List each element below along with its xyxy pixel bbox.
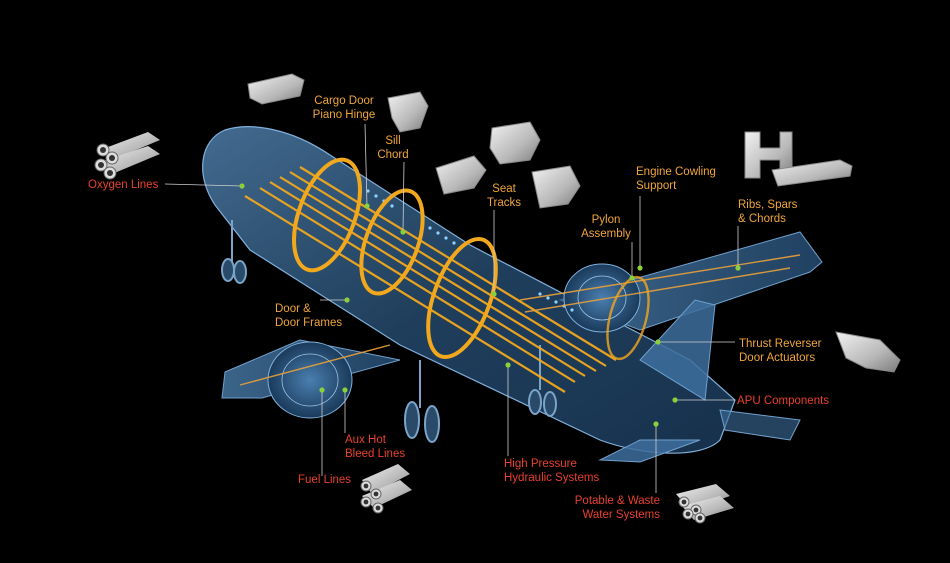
main-gear-right — [528, 345, 557, 417]
vertical-tail — [639, 299, 716, 401]
left-engine-fan — [281, 353, 339, 407]
label-engine-cowling: Engine Cowling Support — [636, 166, 716, 192]
horizontal-stabilizer-far — [719, 409, 801, 441]
label-cargo-door-hinge: Cargo Door Piano Hinge — [312, 95, 376, 121]
rib-spar-extrusion-icon — [744, 131, 853, 187]
label-thrust-reverser: Thrust Reverser Door Actuators — [739, 338, 822, 364]
label-ribs-spars: Ribs, Spars & Chords — [738, 199, 798, 225]
right-engine-fan — [577, 275, 627, 321]
frame-rings — [292, 157, 650, 361]
right-engine — [563, 263, 641, 333]
cargo-hinge-extrusion-icon — [247, 73, 305, 105]
actuator-extrusion-icon — [835, 331, 901, 373]
label-pylon-assembly: Pylon Assembly — [581, 214, 631, 240]
label-door-frames: Door & Door Frames — [275, 303, 343, 329]
seat-track-extrusion-icon — [435, 121, 581, 209]
label-aux-hot-bleed: Aux Hot Bleed Lines — [345, 434, 406, 460]
seat-track-beams — [244, 166, 617, 393]
oxygen-tubes-icon — [94, 132, 160, 180]
fuel-tubes-icon — [360, 464, 412, 514]
nose-gear — [221, 220, 247, 284]
horizontal-stabilizer — [598, 439, 701, 463]
label-fuel-lines: Fuel Lines — [298, 474, 352, 486]
left-engine — [267, 341, 353, 419]
label-oxygen-lines: Oxygen Lines — [88, 179, 159, 191]
label-seat-tracks: Seat Tracks — [486, 183, 522, 209]
main-gear-left — [404, 360, 440, 443]
callout-points — [239, 183, 741, 427]
label-high-pressure: High Pressure Hydraulic Systems — [504, 458, 600, 484]
water-tubes-icon — [676, 484, 734, 524]
wing-spars — [239, 254, 801, 386]
label-sill-chord: Sill Chord — [377, 135, 409, 161]
leader-lines — [164, 123, 739, 493]
fuselage — [202, 126, 736, 454]
label-potable-waste: Potable & Waste Water Systems — [574, 495, 660, 521]
sill-chord-extrusion-icon — [387, 91, 429, 133]
label-apu-components: APU Components — [737, 395, 830, 407]
